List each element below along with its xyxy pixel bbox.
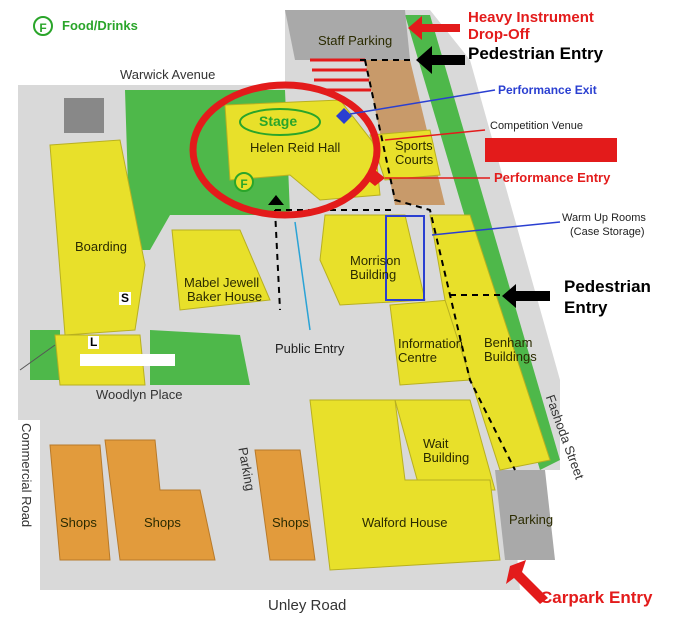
path-public (274, 209, 281, 311)
road-unley: Unley Road (268, 597, 347, 614)
competition-venue-swatch (485, 138, 617, 162)
callout-heavy-instrument-1: Heavy Instrument (468, 9, 594, 26)
label-parking: Parking (509, 512, 554, 527)
label-walford-house: Walford House (362, 515, 448, 530)
label-sports-1: Sports (395, 138, 433, 153)
boarding-shape (49, 139, 146, 336)
label-mabel-2: Baker House (187, 289, 263, 304)
callout-carpark-entry: Carpark Entry (540, 588, 653, 607)
callout-public-entry: Public Entry (275, 341, 345, 356)
label-benham-2: Buildings (484, 349, 537, 364)
shops-shape-2 (104, 439, 216, 561)
grey-block (64, 98, 104, 133)
label-helen-reid-hall: Helen Reid Hall (250, 140, 341, 155)
label-boarding: Boarding (75, 239, 128, 254)
label-benham-1: Benham (484, 335, 533, 350)
callout-case-storage: (Case Storage) (570, 226, 645, 238)
wait-building-shape (394, 399, 496, 491)
shops-shape-1 (49, 444, 111, 561)
road-commercial: Commercial Road (19, 423, 35, 528)
callout-competition-venue: Competition Venue (490, 120, 583, 132)
callout-heavy-instrument-2: Drop-Off (468, 26, 530, 43)
label-staff-parking: Staff Parking (318, 33, 393, 48)
callout-performance-exit: Performance Exit (498, 83, 597, 97)
legend-label: Food/Drinks (62, 18, 138, 33)
l-pointer-line (19, 344, 56, 371)
direction-arrow-icon (268, 16, 550, 604)
path-east (364, 59, 516, 471)
heavy-dropoff-arrow (408, 16, 460, 40)
walford-house-shape (309, 399, 501, 571)
grass-area-south (150, 330, 250, 385)
benham-buildings-shape (429, 214, 551, 471)
sports-courts-shape (369, 129, 441, 181)
shops-shape-3 (254, 449, 316, 561)
carpark-entry-arrow (506, 560, 548, 604)
grass-area-east-strip (405, 15, 560, 470)
label-stage: Stage (259, 113, 298, 129)
label-s-marker: S (119, 291, 132, 306)
warmup-line (431, 221, 561, 236)
label-morrison-1: Morrison (350, 253, 401, 268)
label-shops-1: Shops (60, 515, 97, 530)
pedestrian-entry-top-arrow (416, 46, 465, 74)
label-l-marker: L (88, 335, 100, 350)
callout-performance-entry: Performance Entry (494, 170, 611, 185)
food-drinks-icon: F (234, 172, 254, 192)
pedestrian-entry-right-arrow (502, 284, 550, 308)
competition-venue-circle (189, 81, 381, 219)
stage-outline (239, 108, 321, 136)
label-info-1: Information (398, 336, 464, 351)
label-mabel-1: Mabel Jewell (184, 275, 260, 290)
performance-entry-marker (365, 170, 385, 186)
callout-pedestrian-entry-right-2: Entry (564, 298, 608, 317)
public-entry-line (294, 221, 311, 331)
name-strip (80, 354, 175, 366)
label-info-2: Centre (398, 350, 438, 365)
grass-area-west (30, 330, 60, 380)
label-shops-3: Shops (272, 515, 309, 530)
road-warwick-avenue: Warwick Avenue (120, 67, 216, 82)
staff-parking-area (285, 10, 410, 60)
callout-pedestrian-entry-right-1: Pedestrian (564, 277, 651, 296)
public-entry-arrow (268, 195, 284, 205)
road-woodlyn-place: Woodlyn Place (96, 387, 183, 402)
mabel-jewell-shape (171, 229, 271, 311)
callout-warm-up-rooms: Warm Up Rooms (562, 212, 646, 224)
label-morrison-2: Building (350, 267, 397, 282)
callout-pedestrian-entry-top: Pedestrian Entry (468, 44, 604, 63)
perf-exit-line (349, 89, 496, 115)
food-drinks-icon: F (33, 16, 53, 36)
comp-venue-line (384, 129, 486, 141)
warm-up-rooms-box (385, 215, 425, 301)
label-sports-2: Courts (395, 152, 434, 167)
parking-area (495, 470, 555, 560)
label-wait-1: Wait (423, 436, 449, 451)
performance-exit-marker (336, 108, 352, 124)
label-wait-2: Building (423, 450, 470, 465)
label-shops-2: Shops (144, 515, 181, 530)
